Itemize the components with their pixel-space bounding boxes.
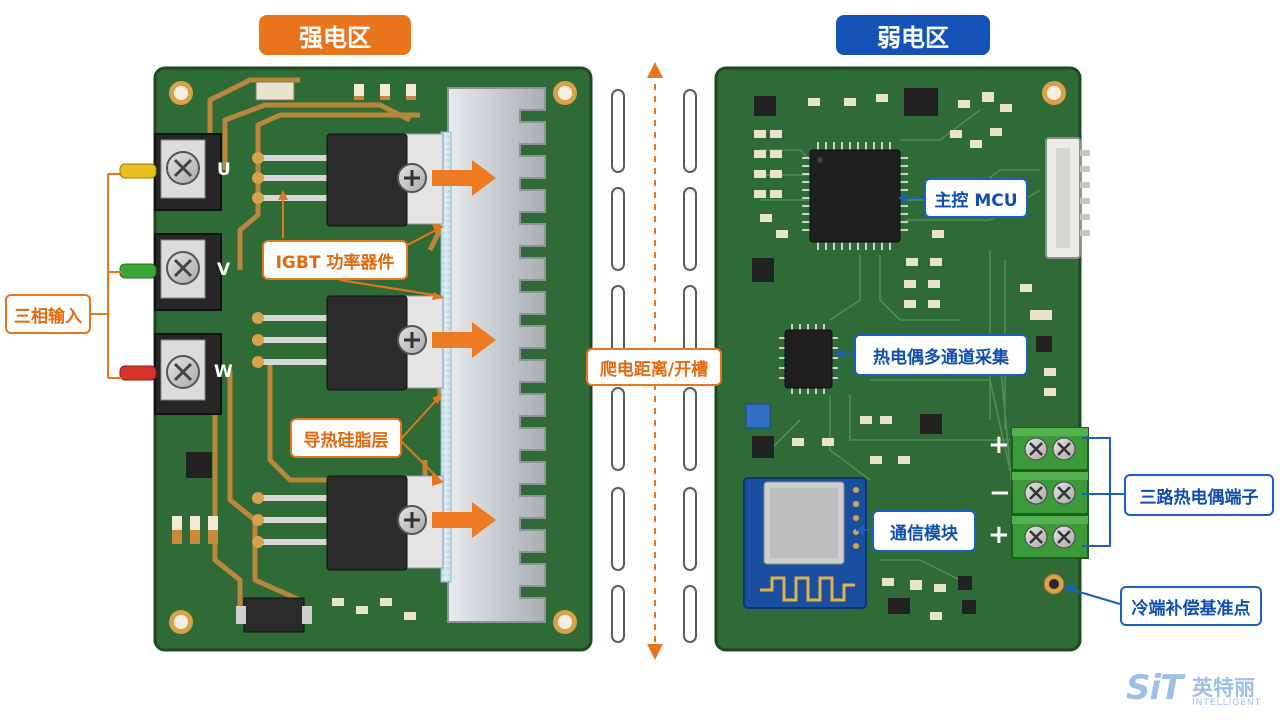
igbt-module-1 xyxy=(252,133,444,227)
high-voltage-zone-title: 强电区 xyxy=(259,15,411,55)
terminal-sign-2: − xyxy=(989,478,1011,508)
comm-module xyxy=(743,477,867,609)
leader-three-phase xyxy=(90,173,122,379)
phase-label-w: W xyxy=(214,362,233,382)
leader-lines xyxy=(90,173,1124,605)
thermal-grease-label: 导热硅脂层 xyxy=(290,418,402,458)
heat-flow-arrow xyxy=(432,502,496,538)
mounting-hole xyxy=(169,610,193,634)
logo-subtitle: INTELLIGENT xyxy=(1192,698,1262,708)
phase-label-u: U xyxy=(217,160,231,180)
mcu-chip xyxy=(802,142,908,250)
thermocouple-terminals-label: 三路热电偶端子 xyxy=(1124,474,1274,516)
leader-arrowhead xyxy=(432,394,442,404)
mounting-hole xyxy=(1042,81,1066,105)
leader-arrowhead xyxy=(836,349,844,359)
thermocouple-adc-chip xyxy=(779,324,838,394)
logo-name: 英特丽 xyxy=(1192,676,1255,700)
leader-arrowhead xyxy=(898,193,906,203)
phase-label-v: V xyxy=(217,260,231,280)
low-voltage-zone-title: 弱电区 xyxy=(836,15,990,55)
terminal-block-u xyxy=(154,133,222,211)
igbt-module-3 xyxy=(252,475,444,571)
wire-red xyxy=(119,365,157,381)
pin-header-connector xyxy=(1045,137,1090,259)
high-voltage-board xyxy=(119,66,593,652)
heat-flow-arrow xyxy=(432,322,496,358)
terminal-block-v xyxy=(154,233,222,311)
heat-flow-arrow xyxy=(432,160,496,196)
leader-grease xyxy=(399,395,441,481)
leader-terminals xyxy=(1082,437,1124,547)
terminal-sign-1: + xyxy=(988,430,1010,460)
leader-arrowhead xyxy=(856,525,864,535)
leader-arrowhead xyxy=(278,190,288,200)
mounting-hole xyxy=(553,610,577,634)
cold-junction-label: 冷端补偿基准点 xyxy=(1120,586,1262,626)
mcu-label: 主控 MCU xyxy=(924,178,1028,218)
leader-arrowhead xyxy=(432,474,444,486)
leader-arrowhead xyxy=(432,292,444,300)
three-phase-input-label: 三相输入 xyxy=(5,294,91,334)
comm-module-label: 通信模块 xyxy=(872,510,976,552)
thermocouple-terminal-1 xyxy=(1011,427,1089,471)
igbt-label: IGBT 功率器件 xyxy=(262,240,408,280)
thermocouple-adc-label: 热电偶多通道采集 xyxy=(854,334,1028,376)
mounting-hole xyxy=(553,81,577,105)
cold-junction-point xyxy=(1043,573,1065,595)
leader-cold-junction xyxy=(1065,587,1121,605)
smd-components xyxy=(745,88,1056,620)
smd-components xyxy=(172,81,416,633)
terminal-block-w xyxy=(154,333,222,415)
creepage-label: 爬电距离/开槽 xyxy=(586,348,722,386)
logo-mark: SiT xyxy=(1126,668,1183,708)
mounting-hole xyxy=(169,81,193,105)
leader-arrowhead xyxy=(432,224,444,234)
creepage-slots xyxy=(611,89,697,643)
leader-arrowhead xyxy=(1064,584,1074,592)
wire-yellow xyxy=(119,163,157,179)
brand-logo: SiT 英特丽 INTELLIGENT xyxy=(1126,668,1266,712)
thermocouple-terminal-2 xyxy=(1011,471,1089,515)
thermocouple-terminal-3 xyxy=(1011,515,1089,559)
wire-green xyxy=(119,263,157,279)
igbt-module-2 xyxy=(252,295,444,391)
terminal-sign-3: + xyxy=(988,520,1010,550)
